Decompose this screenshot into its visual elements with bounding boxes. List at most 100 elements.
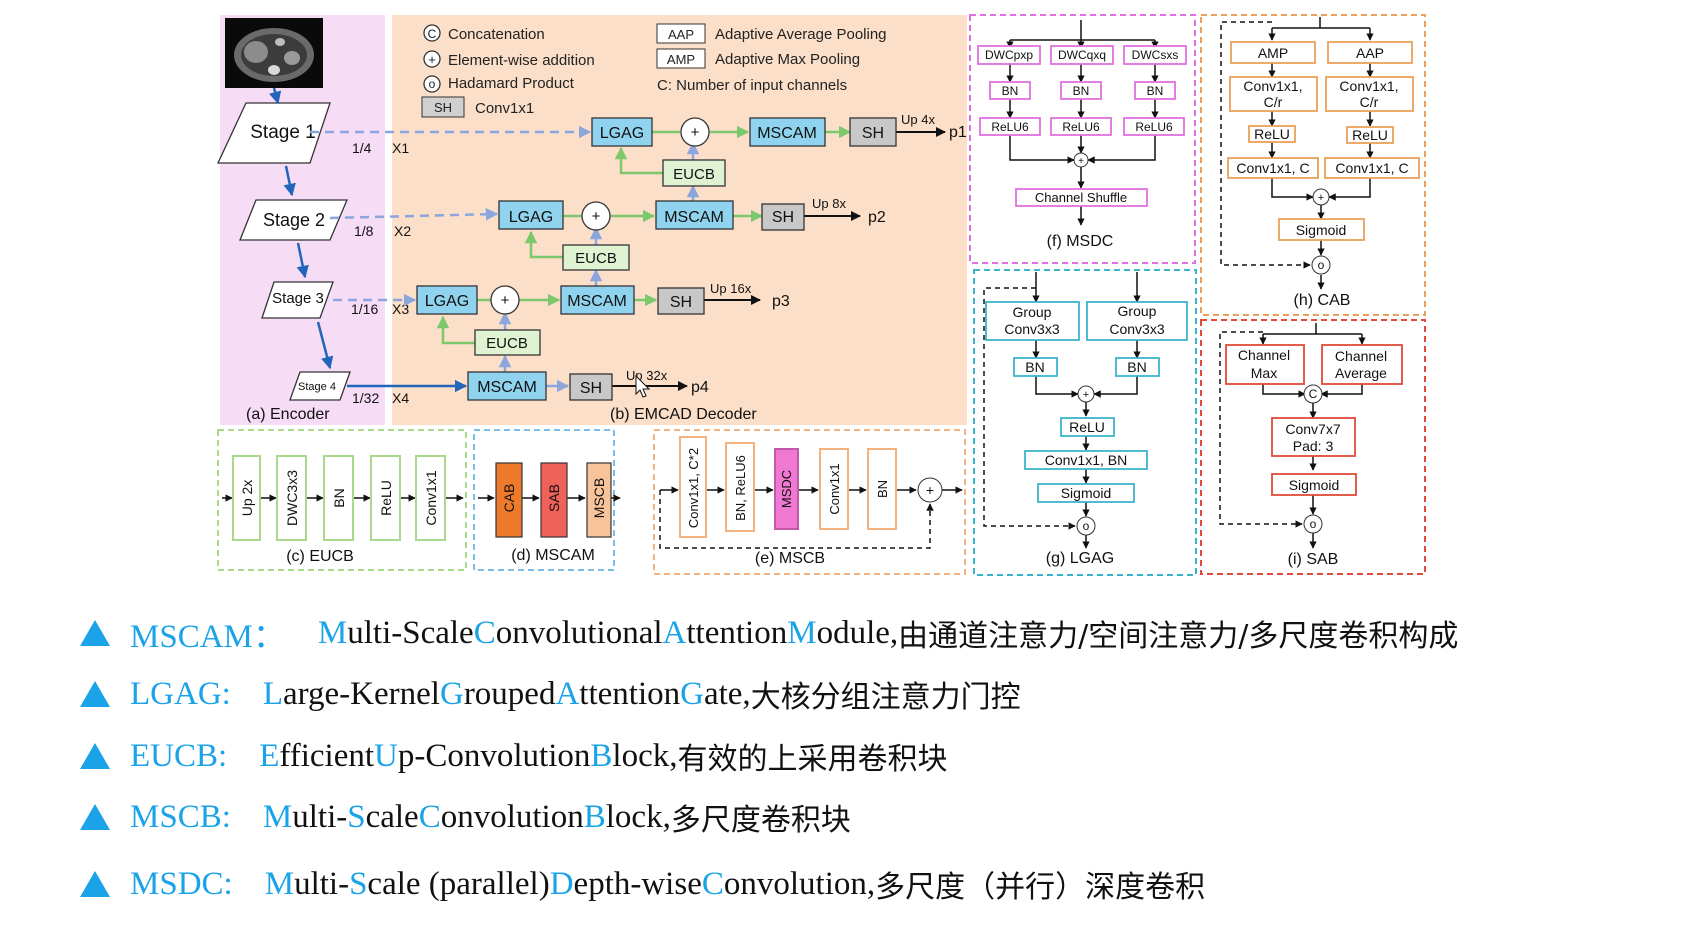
bullet-initial: S: [347, 798, 366, 835]
lgag-add-node: [1077, 385, 1095, 403]
bullet-initial: B: [590, 737, 613, 774]
cab-conv-2a: Conv1x1,: [1339, 78, 1398, 94]
mscb-bn: BN: [875, 480, 890, 498]
bullet-initial: C: [701, 865, 724, 902]
eucb-relu: ReLU: [378, 480, 394, 516]
bullet-word: onvolution,: [723, 865, 876, 902]
cab-add-label: +: [1318, 192, 1324, 204]
sab-channel-max-b: Max: [1251, 365, 1277, 381]
stage-2-label: Stage 2: [263, 210, 325, 230]
encoder: [216, 102, 351, 401]
eucb-label-2: EUCB: [575, 250, 617, 267]
cab-amp: AMP: [1258, 45, 1288, 61]
bullet-word: arge-Kernel: [283, 675, 440, 712]
sh-label-2: SH: [772, 209, 794, 226]
triangle-bullet-icon: [80, 681, 110, 707]
bullet-word: ulti-Scale: [347, 614, 474, 651]
bullet-initial: M: [262, 798, 293, 835]
sab-hadamard-node: [1303, 514, 1323, 534]
msdc-relu6-2: ReLU6: [1062, 120, 1100, 134]
lgag-add-label: +: [1083, 389, 1089, 401]
sh-block-1: [849, 117, 897, 147]
add-label-2: +: [592, 208, 601, 225]
bullet-word: ulti-: [292, 798, 348, 835]
msdc-channel-shuffle: Channel Shuffle: [1035, 190, 1127, 205]
mscb-conv1x1: Conv1x1: [827, 463, 842, 514]
cab-conv-2b: C/r: [1360, 94, 1379, 110]
lgag-block-3: [416, 285, 478, 315]
mscb-conv-c2: Conv1x1, C*2: [686, 448, 701, 528]
sab-conv-a: Conv7x7: [1285, 421, 1340, 437]
legend: C Concatenation + Element-wise addition …: [421, 23, 887, 118]
bullet-initial: M: [264, 865, 295, 902]
bullet-initial: U: [374, 737, 398, 774]
lgag-block-1: [591, 117, 653, 147]
ratio-1-4: 1/4: [352, 140, 372, 156]
mscam-mscb-label: MSCB: [591, 478, 607, 518]
msdc-add-node: [1073, 152, 1089, 168]
stage-2-box: [239, 199, 348, 241]
add-label-3: +: [501, 292, 510, 309]
eucb-up2x: Up 2x: [239, 480, 255, 517]
mscam-cab-label: CAB: [501, 484, 517, 513]
lgag-panel: [973, 269, 1197, 576]
bullet-chinese: 多尺度卷积块: [670, 803, 851, 838]
mscb-panel: [653, 429, 966, 575]
legend-sh: Conv1x1: [475, 100, 534, 117]
aap-symbol: AAP: [668, 27, 694, 42]
bullet-word: ate,: [703, 675, 751, 712]
bullet-initial: M: [787, 614, 817, 651]
ct-scan-image: [225, 18, 323, 88]
legend-aap: Adaptive Average Pooling: [715, 26, 887, 43]
sab-concat-label: C: [1309, 387, 1318, 401]
sab-channel-avg-a: Channel: [1335, 348, 1387, 364]
triangle-bullet-icon: [80, 743, 110, 769]
stage-3-label: Stage 3: [272, 290, 324, 307]
legend-concatenation: Concatenation: [448, 26, 545, 43]
output-p3: p3: [772, 293, 790, 310]
mscam-block-4: [467, 371, 547, 401]
eucb-label-1: EUCB: [673, 166, 715, 183]
add-symbol: +: [428, 52, 436, 67]
add-node-1: [680, 117, 710, 147]
sab-conv-b: Pad: 3: [1293, 438, 1334, 454]
x2-label: X2: [394, 223, 411, 239]
msdc-caption: (f) MSDC: [1047, 233, 1114, 250]
mscam-sab-label: SAB: [546, 484, 562, 512]
bullet-chinese: 由通道注意力/空间注意力/多尺度卷积构成: [898, 619, 1459, 654]
bullet-word: rouped: [463, 675, 556, 712]
bullet-word: lock,: [605, 798, 671, 835]
decoder-caption: (b) EMCAD Decoder: [610, 406, 757, 423]
bullet-initial: B: [583, 798, 606, 835]
lgag-label-3: LGAG: [425, 293, 469, 310]
sh-label-1: SH: [862, 125, 884, 142]
bullet-initial: A: [555, 675, 580, 712]
cab-relu-1: ReLU: [1254, 126, 1290, 142]
stage-4-label: Stage 4: [298, 381, 336, 393]
sab-sigmoid: Sigmoid: [1289, 477, 1340, 493]
bullet-chinese: 多尺度（并行）深度卷积: [875, 870, 1206, 905]
hadamard-symbol: o: [429, 77, 436, 91]
sab-channel-avg-b: Average: [1335, 365, 1387, 381]
stage-1-box: [216, 102, 331, 164]
mscam-sab-block: [540, 462, 568, 538]
bullet-word: lock,: [612, 737, 678, 774]
bullet-initial: S: [349, 865, 368, 902]
eucb-bn: BN: [331, 488, 347, 507]
bullet-word: p-Convolution: [397, 737, 591, 774]
legend-hadamard: Hadamard Product: [448, 75, 575, 92]
mscam-block-2: [655, 200, 734, 230]
bullet-chinese: 大核分组注意力门控: [750, 680, 1021, 715]
cab-relu-2: ReLU: [1352, 127, 1388, 143]
mscam-label-1: MSCAM: [757, 125, 817, 142]
encoder-caption: (a) Encoder: [246, 406, 330, 423]
lgag-group-1a: Group: [1013, 304, 1052, 320]
triangle-bullet-icon: [80, 804, 110, 830]
bullet-abbr: EUCB:: [130, 737, 228, 774]
bullet-word: ttention: [579, 675, 681, 712]
ratio-1-32: 1/32: [352, 390, 379, 406]
eucb-block-3: [474, 329, 541, 356]
